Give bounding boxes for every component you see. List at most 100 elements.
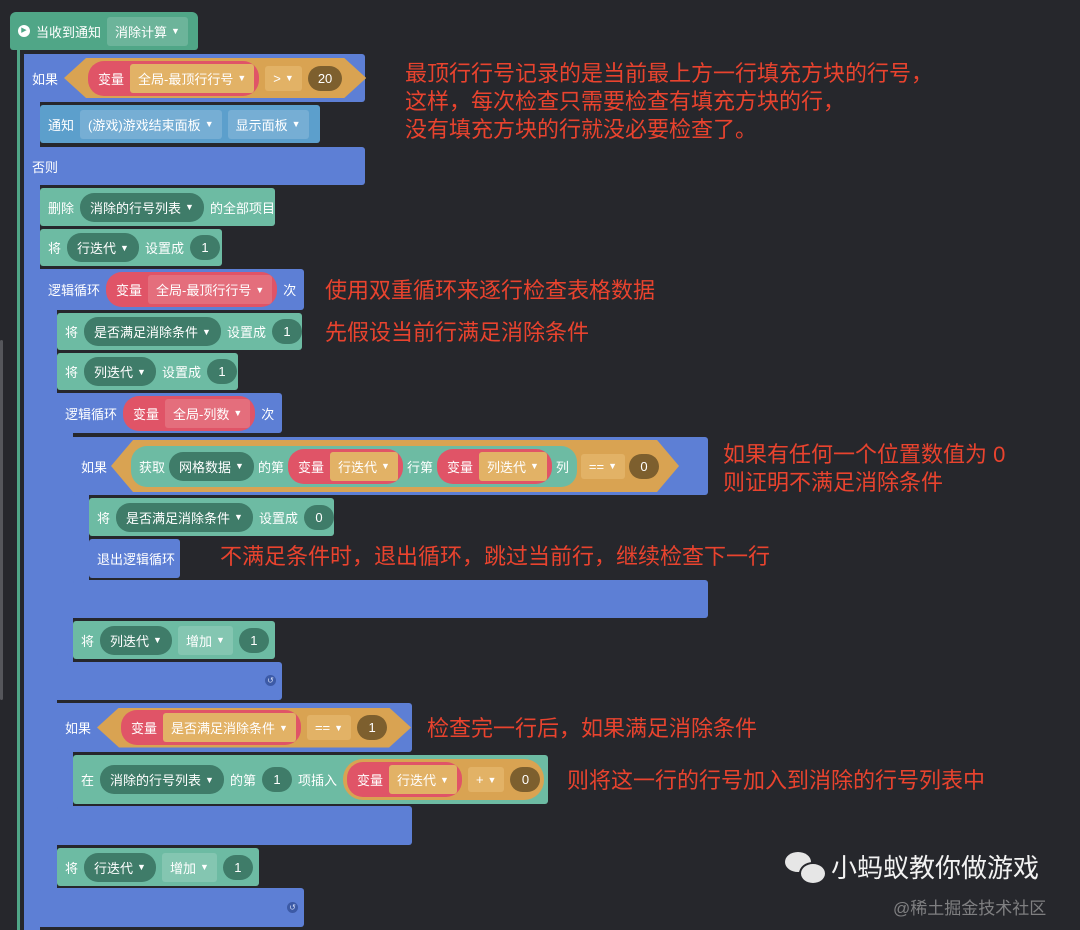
if-label: 如果 — [65, 721, 92, 736]
chevron-down-icon: ▼ — [291, 119, 301, 129]
scrollbar[interactable] — [0, 340, 3, 700]
col-variable-reporter[interactable]: 变量列迭代▼ — [437, 449, 552, 484]
insert-list-item-block[interactable]: 在 消除的行号列表▼ 的第 1 项插入 变量行迭代▼ +▼ 0 — [73, 755, 548, 804]
loop-block-arm — [57, 393, 73, 700]
break-loop-block[interactable]: 退出逻辑循环 — [89, 539, 180, 578]
var-label: 变量 — [133, 406, 160, 422]
annotation-line: 如果有任何一个位置数值为 0 — [723, 442, 1006, 467]
block-label: 将 — [48, 241, 62, 256]
block-label: 的第 — [257, 459, 284, 475]
value-input[interactable]: 1 — [222, 854, 253, 880]
set-variable-block[interactable]: 将 列迭代▼ 设置成 1 — [57, 353, 238, 390]
set-variable-block[interactable]: 将 行迭代▼ 设置成 1 — [40, 229, 222, 266]
watermark-brand: 小蚂蚁教你做游戏 — [831, 853, 1040, 883]
variable-reporter[interactable]: 变量是否满足消除条件▼ — [121, 710, 301, 745]
get-grid-data-reporter[interactable]: 获取 网格数据▼ 的第 变量行迭代▼ 行第 变量列迭代▼ 列 — [131, 446, 577, 487]
variable-dropdown[interactable]: 列迭代▼ — [100, 625, 172, 655]
row-variable-reporter[interactable]: 变量行迭代▼ — [288, 449, 403, 484]
chevron-down-icon: ▼ — [204, 119, 214, 129]
value-input[interactable]: 1 — [271, 319, 302, 344]
target-dropdown[interactable]: (游戏)游戏结束面板▼ — [80, 109, 222, 139]
block-label: 逻辑循环 — [48, 283, 101, 298]
variable-dropdown[interactable]: 行迭代▼ — [84, 852, 156, 882]
chevron-down-icon: ▼ — [202, 326, 211, 337]
if-else-block-arm — [24, 54, 40, 930]
change-variable-block[interactable]: 将 行迭代▼ 增加▼ 1 — [57, 848, 259, 886]
event-receive-notification-block[interactable]: ▶ 当收到通知 消除计算▼ — [10, 12, 198, 50]
block-label: 设置成 — [161, 365, 201, 380]
delete-all-block[interactable]: 删除 消除的行号列表▼ 的全部项目 — [40, 188, 275, 226]
variable-dropdown[interactable]: 行迭代▼ — [330, 452, 398, 481]
loop-arrow-icon: ↺ — [287, 902, 298, 913]
operation-dropdown[interactable]: 增加▼ — [161, 852, 217, 882]
notify-block[interactable]: 通知 (游戏)游戏结束面板▼ 显示面板▼ — [40, 105, 320, 143]
annotation-top: 最顶行行号记录的是当前最上方一行填充方块的行号， 这样，每次检查只需要检查有填充… — [405, 60, 933, 144]
block-label: 项插入 — [297, 773, 337, 788]
list-dropdown[interactable]: 消除的行号列表▼ — [80, 192, 204, 222]
if-label: 如果 — [32, 71, 59, 87]
var-label: 变量 — [98, 71, 125, 87]
if-block[interactable]: 如果 变量是否满足消除条件▼ ==▼ 1 — [57, 703, 412, 752]
block-label: 设置成 — [144, 241, 184, 256]
if-block-bottom — [73, 580, 708, 618]
value-input[interactable]: 1 — [357, 715, 387, 740]
chevron-down-icon: ▼ — [199, 862, 209, 872]
operator-dropdown[interactable]: >▼ — [265, 66, 302, 91]
annotation-zero: 如果有任何一个位置数值为 0 则证明不满足消除条件 — [723, 441, 1005, 497]
variable-dropdown[interactable]: 全局-最顶行行号▼ — [148, 275, 273, 304]
annotation-line: 则证明不满足消除条件 — [723, 470, 944, 495]
value-input[interactable]: 1 — [189, 235, 220, 260]
value-input[interactable]: 0 — [303, 504, 334, 530]
operator-dropdown[interactable]: ==▼ — [581, 454, 625, 479]
variable-dropdown[interactable]: 全局-最顶行行号▼ — [130, 64, 254, 93]
if-else-block[interactable]: 如果 变量全局-最顶行行号▼ >▼ 20 — [24, 54, 365, 102]
variable-dropdown[interactable]: 是否满足消除条件▼ — [163, 713, 296, 742]
var-label: 变量 — [297, 459, 324, 475]
value-input[interactable]: 0 — [510, 767, 541, 792]
value-input[interactable]: 1 — [206, 359, 237, 384]
repeat-loop-block[interactable]: 逻辑循环 变量全局-最顶行行号▼ 次 — [40, 269, 304, 310]
else-bar: 否则 — [24, 147, 365, 185]
grid-dropdown[interactable]: 网格数据▼ — [169, 452, 254, 481]
if-block[interactable]: 如果 获取 网格数据▼ 的第 变量行迭代▼ 行第 变量列迭代▼ 列 ==▼ 0 — [73, 437, 708, 495]
play-icon: ▶ — [18, 25, 30, 37]
chevron-down-icon: ▼ — [185, 202, 194, 212]
compare-condition[interactable]: 变量全局-最顶行行号▼ >▼ 20 — [64, 58, 366, 98]
variable-dropdown[interactable]: 行迭代▼ — [389, 765, 457, 794]
chevron-down-icon: ▼ — [153, 635, 162, 645]
variable-dropdown[interactable]: 是否满足消除条件▼ — [84, 317, 221, 346]
value-input[interactable]: 20 — [308, 66, 342, 91]
set-variable-block[interactable]: 将 是否满足消除条件▼ 设置成 1 — [57, 313, 302, 350]
variable-dropdown[interactable]: 是否满足消除条件▼ — [116, 502, 253, 532]
variable-reporter[interactable]: 变量全局-列数▼ — [123, 395, 256, 431]
math-operation-reporter[interactable]: 变量行迭代▼ +▼ 0 — [342, 759, 545, 800]
block-label: 将 — [97, 510, 111, 526]
variable-dropdown[interactable]: 行迭代▼ — [67, 233, 139, 262]
chevron-down-icon: ▼ — [440, 774, 449, 785]
variable-reporter[interactable]: 变量全局-最顶行行号▼ — [88, 61, 259, 96]
chevron-down-icon: ▼ — [334, 722, 344, 733]
variable-reporter[interactable]: 变量行迭代▼ — [346, 762, 462, 797]
index-input[interactable]: 1 — [261, 767, 292, 792]
annotation-break: 不满足条件时，退出循环，跳过当前行，继续检查下一行 — [220, 544, 771, 569]
list-dropdown[interactable]: 消除的行号列表▼ — [100, 765, 224, 794]
variable-dropdown[interactable]: 全局-列数▼ — [165, 398, 251, 428]
operation-dropdown[interactable]: 增加▼ — [177, 625, 233, 655]
value-input[interactable]: 1 — [238, 627, 269, 653]
compare-condition[interactable]: 变量是否满足消除条件▼ ==▼ 1 — [97, 708, 411, 748]
message-dropdown[interactable]: 消除计算▼ — [107, 16, 188, 46]
variable-dropdown[interactable]: 列迭代▼ — [84, 357, 156, 386]
if-label: 如果 — [81, 459, 108, 475]
annotation-assume: 先假设当前行满足消除条件 — [325, 320, 590, 345]
operator-dropdown[interactable]: +▼ — [467, 767, 505, 792]
repeat-loop-block[interactable]: 逻辑循环 变量全局-列数▼ 次 — [57, 393, 282, 433]
variable-reporter[interactable]: 变量全局-最顶行行号▼ — [106, 272, 278, 307]
variable-dropdown[interactable]: 列迭代▼ — [479, 452, 547, 481]
compare-condition[interactable]: 获取 网格数据▼ 的第 变量行迭代▼ 行第 变量列迭代▼ 列 ==▼ 0 — [111, 440, 679, 492]
operator-dropdown[interactable]: ==▼ — [307, 715, 351, 740]
action-dropdown[interactable]: 显示面板▼ — [227, 109, 309, 139]
chevron-down-icon: ▼ — [529, 461, 539, 471]
value-input[interactable]: 0 — [629, 454, 659, 479]
set-variable-block[interactable]: 将 是否满足消除条件▼ 设置成 0 — [89, 498, 334, 536]
change-variable-block[interactable]: 将 列迭代▼ 增加▼ 1 — [73, 621, 275, 659]
